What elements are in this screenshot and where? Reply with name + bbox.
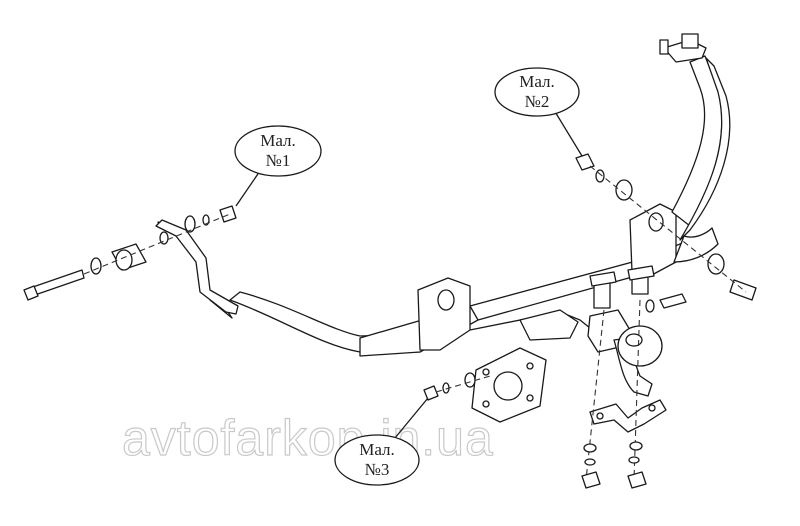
callout-3-line2: №3 xyxy=(365,460,390,479)
callout-3: Мал. №3 xyxy=(334,397,429,486)
left-fastener-group xyxy=(23,205,237,301)
callout-2-line2: №2 xyxy=(525,92,550,111)
watermark: avtofarkop.in.ua xyxy=(122,410,494,466)
callout-2-line1: Мал. xyxy=(519,72,555,91)
callout-1-line2: №1 xyxy=(266,151,291,170)
tow-ball xyxy=(617,325,663,367)
center-fastener-group xyxy=(423,293,687,489)
socket-mounting-plate xyxy=(471,347,547,423)
callout-2: Мал. №2 xyxy=(494,67,583,157)
towbar-frame xyxy=(155,33,731,357)
right-fastener-group xyxy=(575,153,757,301)
tow-ball-assembly xyxy=(587,265,663,397)
callout-1-line1: Мал. xyxy=(260,131,296,150)
lower-saddle-bracket xyxy=(589,399,667,433)
callout-3-line1: Мал. xyxy=(359,440,395,459)
callout-1: Мал. №1 xyxy=(234,125,322,207)
